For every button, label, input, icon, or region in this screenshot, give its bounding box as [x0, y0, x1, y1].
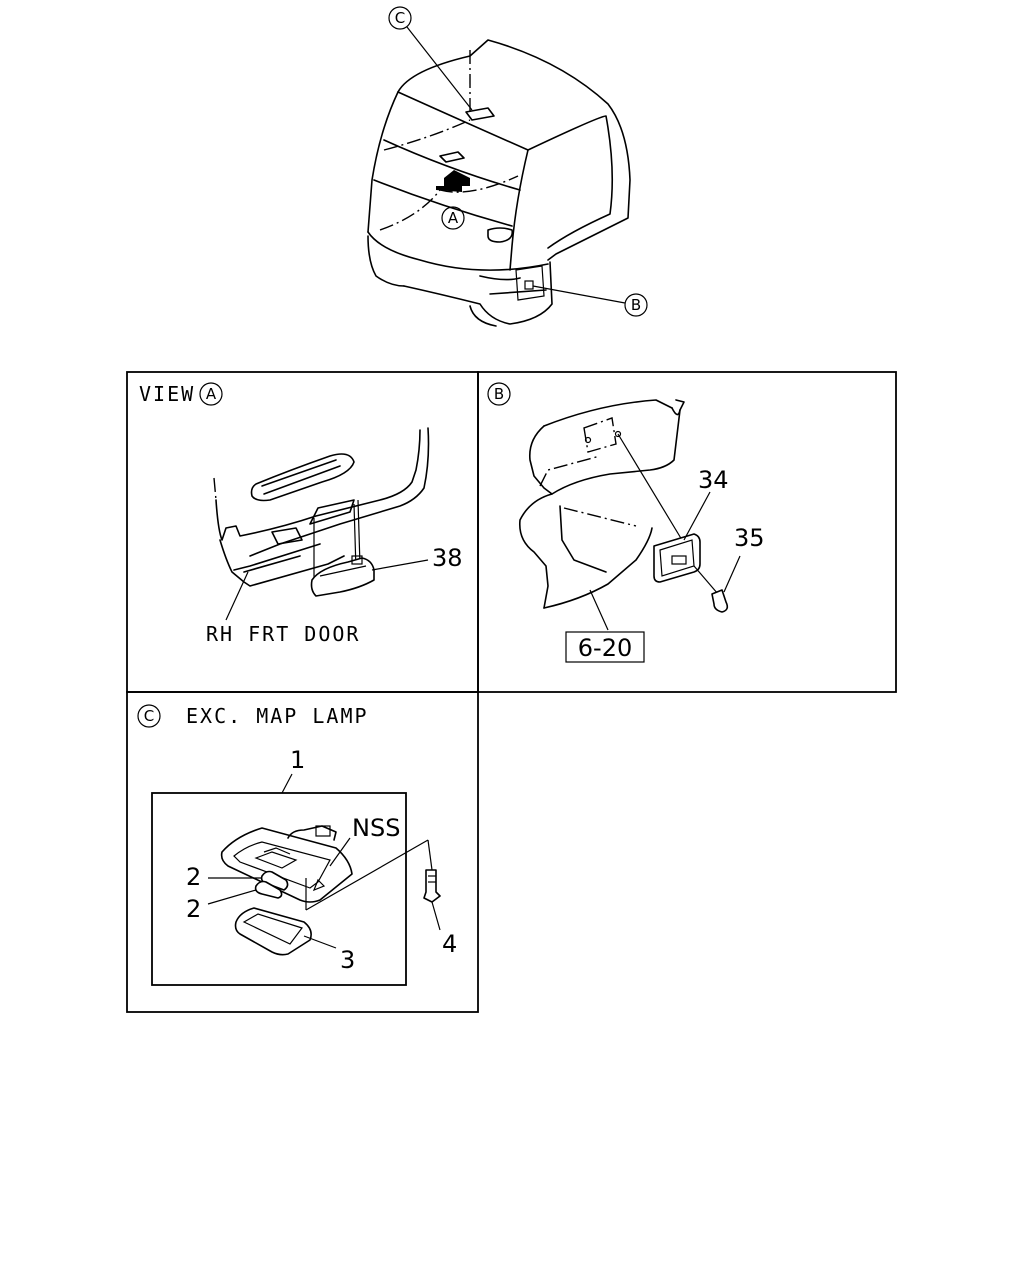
part-35-label: 35 — [734, 524, 765, 552]
view-c-title-circle: C — [144, 707, 154, 725]
callout-a-label: A — [448, 209, 459, 227]
panel-view-c: C EXC. MAP LAMP 1 NSS 2 2 3 — [137, 704, 457, 986]
part-4-label: 4 — [442, 930, 457, 958]
callout-c-label: C — [395, 9, 405, 27]
vehicle-overview: C A B — [367, 6, 648, 327]
panel-frames — [126, 371, 897, 1013]
rh-frt-door-label: RH FRT DOOR — [206, 622, 360, 646]
callout-c-circle — [388, 6, 412, 30]
panel-view-a: VIEW A 38 RH FRT DOOR — [139, 382, 463, 646]
callout-a-circle — [441, 206, 465, 230]
part-2a-label: 2 — [186, 863, 201, 891]
ref-box-label: 6-20 — [578, 634, 632, 662]
nss-label: NSS — [352, 814, 400, 842]
view-a-title: VIEW — [139, 382, 195, 406]
part-1-label: 1 — [290, 746, 305, 774]
view-a-title-circle: A — [206, 385, 217, 403]
view-b-title-circle: B — [494, 385, 504, 403]
part-34-label: 34 — [698, 466, 729, 494]
part-38-label: 38 — [432, 544, 463, 572]
panel-view-b: B 34 35 6-20 — [487, 382, 765, 663]
part-2b-label: 2 — [186, 895, 201, 923]
callout-b-label: B — [631, 296, 641, 314]
callout-b-circle — [624, 293, 648, 317]
view-c-title: EXC. MAP LAMP — [186, 704, 369, 728]
ref-box-6-20 — [565, 631, 645, 663]
part-3-label: 3 — [340, 946, 355, 974]
